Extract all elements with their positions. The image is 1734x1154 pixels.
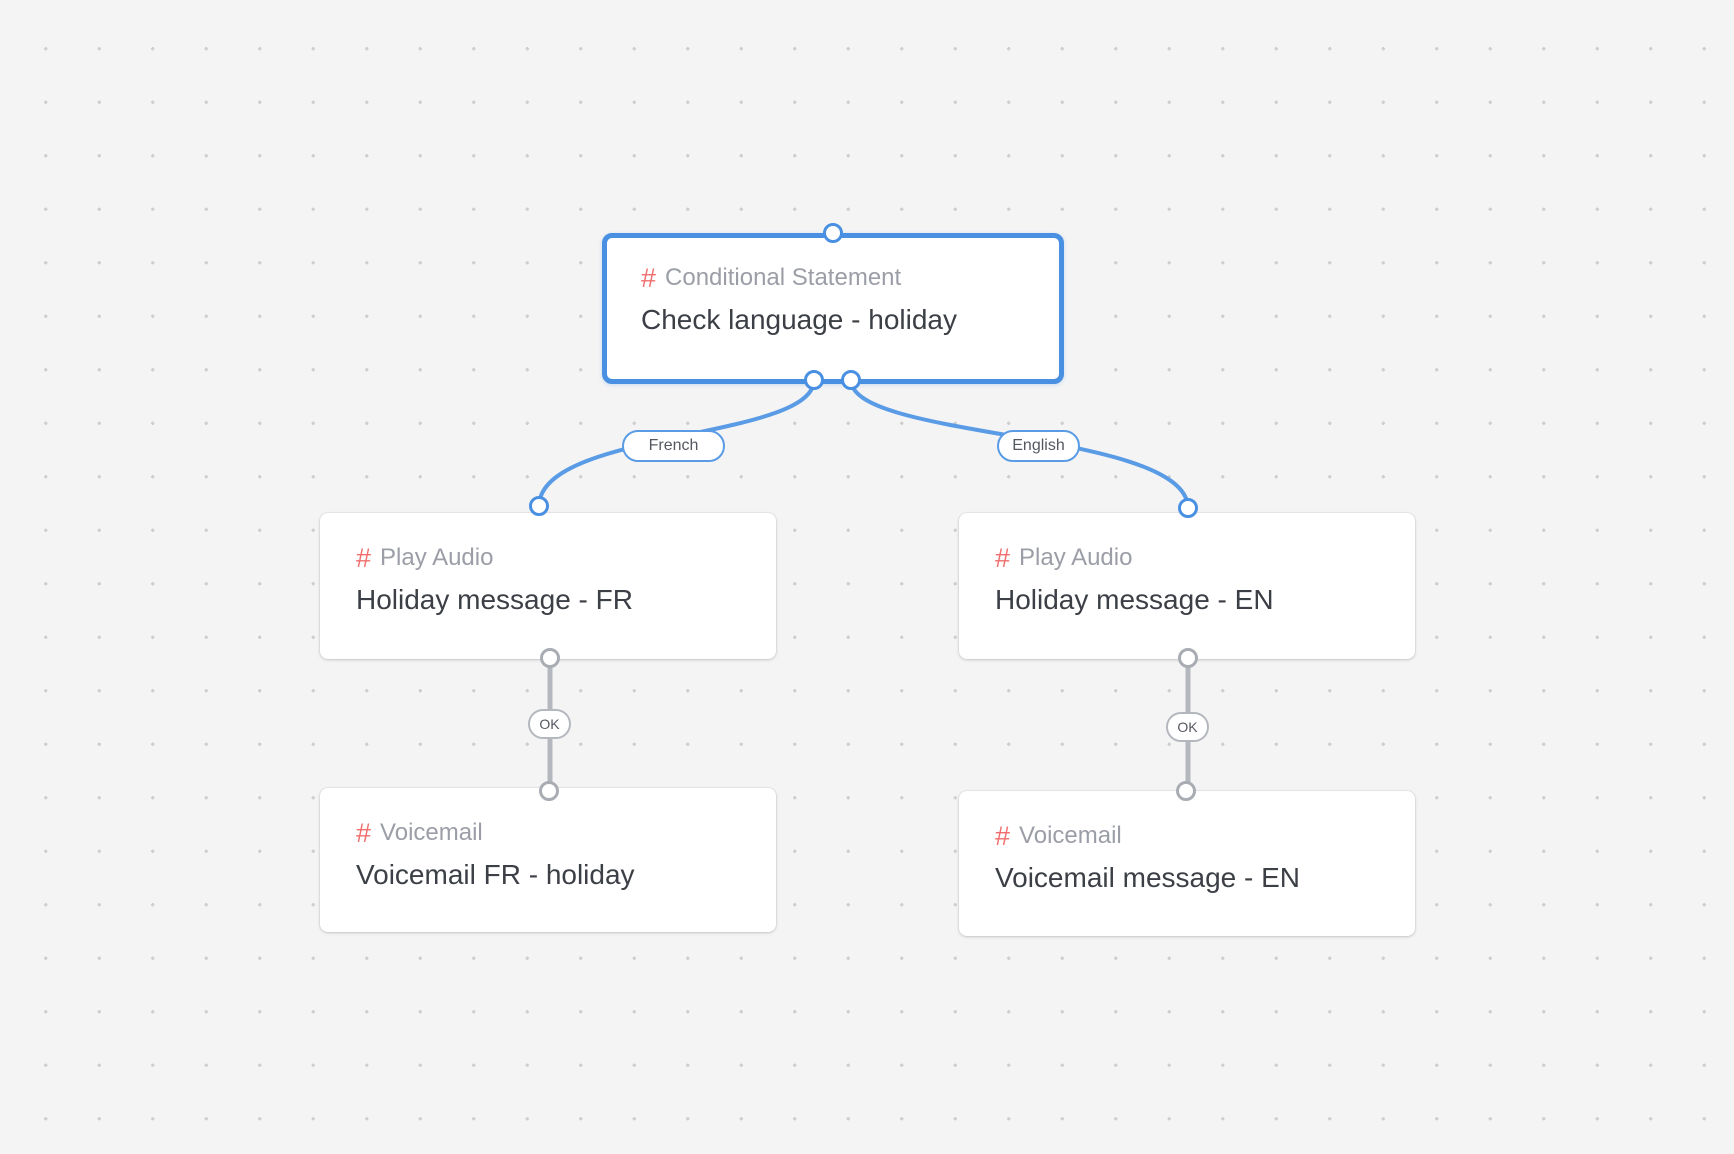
input-port-holiday-en[interactable] — [1178, 498, 1198, 518]
output-port-ok-fr[interactable] — [540, 648, 560, 668]
node-type-label: Play Audio — [380, 544, 494, 571]
node-title: Check language - holiday — [641, 304, 957, 335]
input-port-check[interactable] — [823, 223, 843, 243]
input-port-holiday-fr[interactable] — [529, 496, 549, 516]
edge-label-french[interactable]: French — [622, 430, 725, 462]
node-type-label: Play Audio — [1019, 544, 1133, 571]
edge-label-english[interactable]: English — [997, 430, 1080, 462]
output-port-french[interactable] — [804, 370, 824, 390]
input-port-voicemail-fr[interactable] — [539, 781, 559, 801]
hash-icon: # — [641, 263, 657, 293]
output-port-english[interactable] — [841, 370, 861, 390]
node-title: Holiday message - FR — [356, 584, 633, 615]
hash-icon: # — [356, 543, 372, 573]
node-voicemail-en[interactable]: # Voicemail Voicemail message - EN — [959, 791, 1415, 936]
node-holiday-message-fr[interactable]: # Play Audio Holiday message - FR — [320, 513, 776, 659]
node-title: Voicemail message - EN — [995, 862, 1301, 893]
node-voicemail-fr[interactable]: # Voicemail Voicemail FR - holiday — [320, 788, 776, 932]
node-type-label: Voicemail — [1019, 822, 1122, 849]
edge-label-ok-en[interactable]: OK — [1166, 712, 1209, 742]
node-holiday-message-en[interactable]: # Play Audio Holiday message - EN — [959, 513, 1415, 659]
node-title: Voicemail FR - holiday — [356, 859, 635, 890]
node-check-language[interactable]: # Conditional Statement Check language -… — [602, 233, 1064, 384]
node-type-label: Voicemail — [380, 819, 483, 846]
hash-icon: # — [995, 543, 1011, 573]
input-port-voicemail-en[interactable] — [1176, 781, 1196, 801]
edge-label-ok-fr[interactable]: OK — [528, 709, 571, 739]
output-port-ok-en[interactable] — [1178, 648, 1198, 668]
node-type-label: Conditional Statement — [665, 264, 902, 291]
node-title: Holiday message - EN — [995, 584, 1274, 615]
hash-icon: # — [356, 818, 372, 848]
hash-icon: # — [995, 821, 1011, 851]
